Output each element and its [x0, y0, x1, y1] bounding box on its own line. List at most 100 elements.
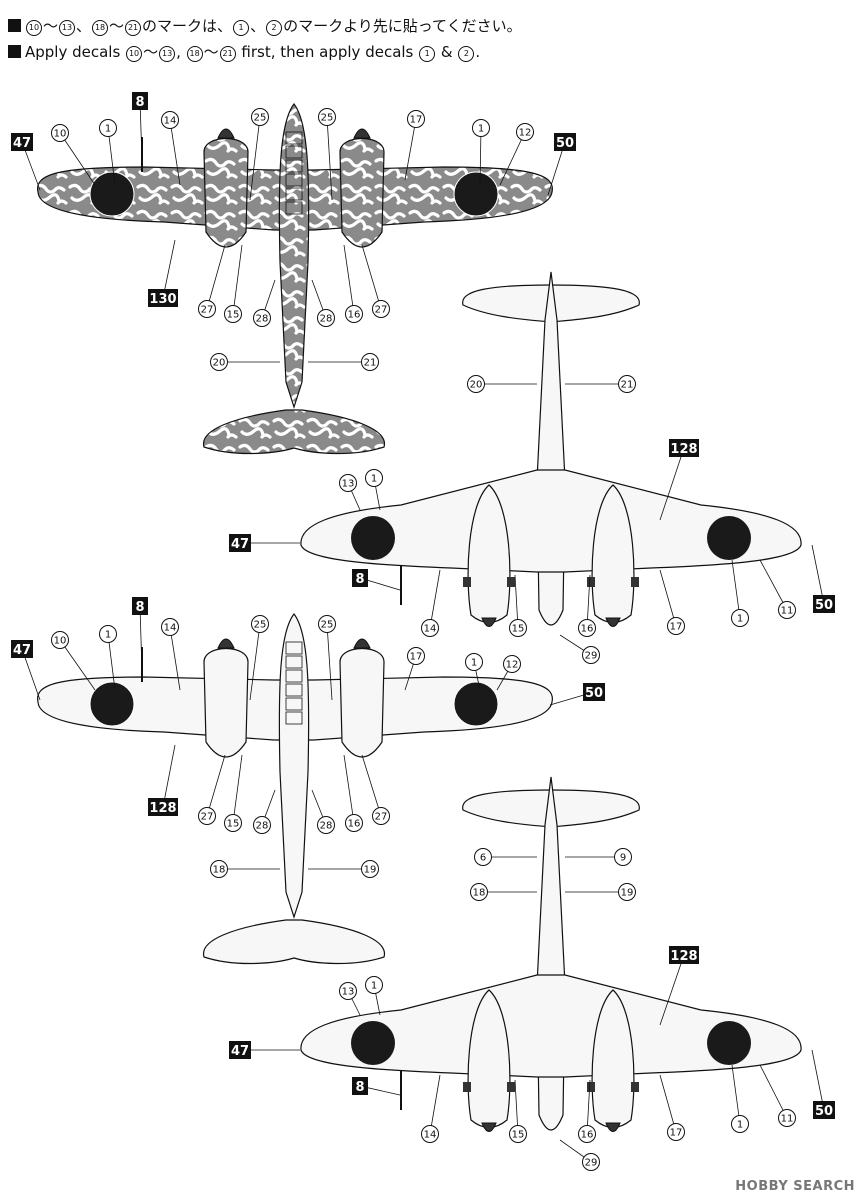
left-spinner	[481, 617, 497, 627]
decal-callout: 28	[311, 279, 335, 327]
decal-box	[352, 1077, 368, 1095]
instruction-text: .	[475, 43, 481, 61]
decal-number: 19	[364, 865, 377, 876]
leader-line	[59, 639, 96, 691]
leader-line	[361, 754, 382, 817]
decal-number: 18	[186, 46, 203, 62]
leader-line	[659, 447, 685, 521]
leader-line	[249, 116, 261, 201]
decal-callout: 8	[352, 1077, 401, 1096]
leader-line	[429, 1074, 441, 1135]
decal-circle	[339, 474, 357, 492]
decal-number: 14	[424, 624, 437, 635]
decal-box	[669, 439, 699, 457]
decal-number: 10	[54, 636, 67, 647]
left-nacelle	[203, 138, 249, 248]
decal-circle	[470, 883, 488, 901]
decal-circle	[251, 615, 269, 633]
decal-callout: 15	[224, 754, 243, 832]
separator: 〜	[43, 17, 59, 35]
watermark-footer: HOBBY SEARCH	[735, 1179, 855, 1194]
decal-circle	[509, 1125, 527, 1143]
leader-line	[659, 569, 677, 627]
decal-number: 25	[321, 113, 334, 124]
decal-number: 13	[342, 987, 355, 998]
leader-line	[659, 954, 685, 1026]
leader-line	[326, 116, 333, 201]
canopy-frame	[285, 159, 303, 173]
decal-callout: 11	[759, 559, 796, 619]
decal-circle	[421, 619, 439, 637]
decal-number: 1	[233, 20, 250, 36]
decal-callout: 1	[472, 119, 490, 186]
landing-gear	[507, 577, 515, 587]
decal-number: 15	[512, 624, 525, 635]
right-spinner	[605, 1122, 621, 1132]
decal-number: 13	[342, 479, 355, 490]
decal-box	[813, 595, 835, 613]
decal-number: 28	[320, 314, 333, 325]
left-spinner	[481, 1122, 497, 1132]
decal-callout: 19	[565, 883, 636, 901]
decal-number: 16	[348, 819, 361, 830]
decal-callout: 1	[99, 119, 117, 186]
decal-box	[148, 289, 178, 307]
decal-callout: 15	[509, 574, 527, 637]
decal-number: 9	[620, 853, 626, 864]
right-hinomaru	[707, 1021, 751, 1065]
decal-number: 25	[321, 620, 334, 631]
decal-circle	[210, 860, 228, 878]
decal-number: 16	[581, 624, 594, 635]
decal-callout: 20	[467, 375, 537, 393]
decal-circle	[210, 353, 228, 371]
tailplane	[203, 919, 385, 965]
decal-circle	[99, 119, 117, 137]
decal-number: 29	[585, 651, 598, 662]
leader-line	[759, 1064, 788, 1119]
decal-circle	[618, 883, 636, 901]
decal-circle	[407, 647, 425, 665]
decal-number: 130	[149, 292, 176, 307]
decal-box	[669, 946, 699, 964]
canopy-frame	[285, 711, 303, 725]
landing-gear	[631, 577, 639, 587]
decal-number: 16	[581, 1130, 594, 1141]
canopy-frame	[285, 173, 303, 187]
decal-circle	[99, 625, 117, 643]
decal-box	[583, 683, 605, 701]
canopy-frame	[285, 201, 303, 215]
decal-circle	[467, 375, 485, 393]
decal-circle	[582, 1153, 600, 1171]
decal-circle	[372, 807, 390, 825]
decal-box	[132, 92, 148, 110]
left-hinomaru	[89, 681, 135, 727]
decal-number: 1	[737, 1120, 743, 1131]
decal-number: 1	[471, 658, 477, 669]
leader-line	[429, 569, 441, 629]
decal-number: 6	[480, 853, 486, 864]
leader-line	[659, 1074, 677, 1133]
leader-line	[249, 623, 261, 701]
landing-gear	[631, 1082, 639, 1092]
decal-number: 19	[621, 888, 634, 899]
decal-callout: 128	[148, 744, 178, 816]
decal-number: 47	[231, 537, 249, 552]
decal-number: 17	[670, 622, 683, 633]
decal-circle	[778, 601, 796, 619]
decal-callout: 47	[229, 1041, 300, 1059]
decal-circle	[161, 618, 179, 636]
decal-callout: 47	[11, 640, 41, 701]
decal-callout: 12	[499, 123, 534, 186]
decal-number: 8	[135, 600, 144, 615]
decal-box	[352, 569, 368, 587]
decal-callout: 27	[198, 244, 226, 318]
decal-number: 1	[419, 46, 436, 62]
decal-circle	[667, 617, 685, 635]
canopy-frame	[285, 187, 303, 201]
decal-callout: 16	[343, 754, 363, 832]
canopy-frame	[285, 641, 303, 655]
decal-number: 27	[375, 305, 388, 316]
decal-callout: 47	[229, 534, 300, 552]
